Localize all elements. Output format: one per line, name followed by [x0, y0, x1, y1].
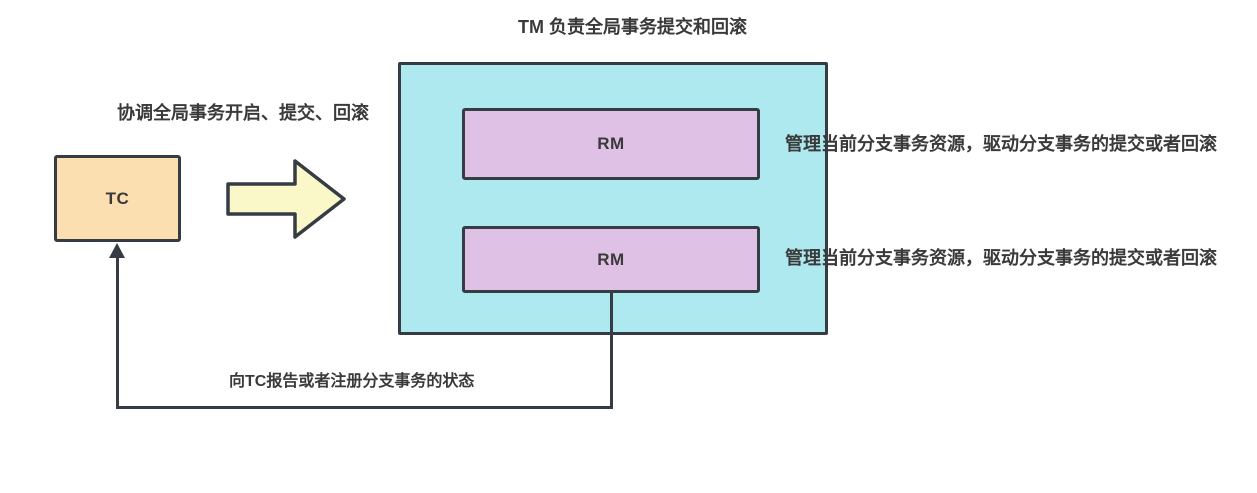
rm1-role-label: 管理当前分支事务资源，驱动分支事务的提交或者回滚: [785, 134, 1217, 154]
tc-role-label: 协调全局事务开启、提交、回滚: [117, 103, 369, 123]
connector-line-to-tc: [116, 255, 119, 409]
tc-node-label: TC: [105, 188, 130, 208]
connector-line-from-rm2: [610, 293, 613, 409]
connector-line-bottom: [116, 406, 613, 409]
right-arrow-icon: [226, 159, 346, 239]
rm-node-1: RM: [462, 108, 760, 180]
rm-node-2-label: RM: [597, 249, 625, 269]
rm-node-2: RM: [462, 226, 760, 293]
rm-node-1-label: RM: [597, 134, 625, 153]
arrowhead-up-icon: [109, 243, 125, 258]
diagram-title: TM 负责全局事务提交和回滚: [518, 17, 747, 37]
report-label: 向TC报告或者注册分支事务的状态: [229, 373, 475, 390]
tm-container-box: [398, 62, 828, 335]
rm2-role-label: 管理当前分支事务资源，驱动分支事务的提交或者回滚: [785, 248, 1217, 268]
tc-node: TC: [54, 155, 181, 242]
